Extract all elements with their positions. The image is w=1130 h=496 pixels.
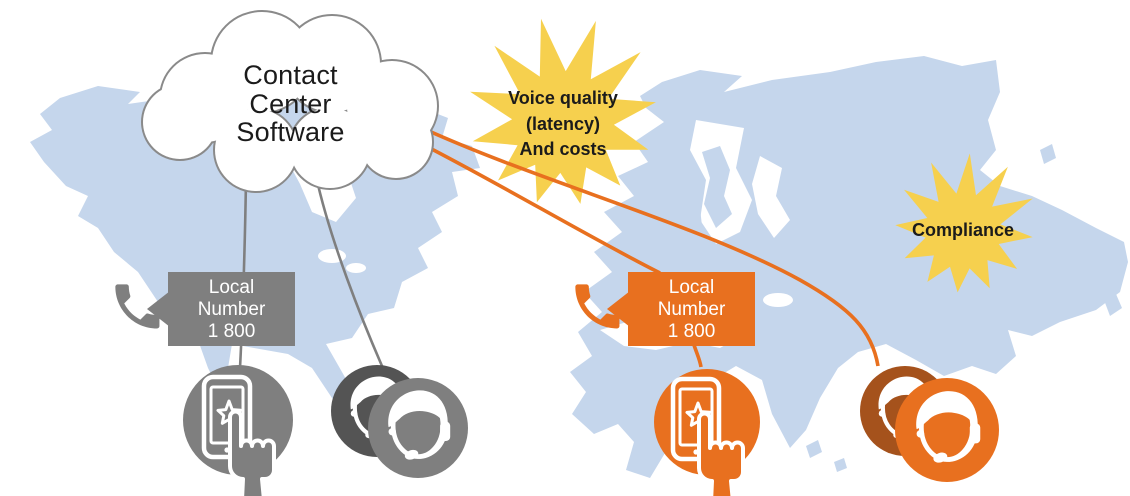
island-east-1	[1104, 294, 1122, 316]
gray-local-number-bubble	[147, 272, 295, 346]
starburst-compliance	[895, 153, 1033, 293]
orange-caller-circle	[654, 369, 760, 496]
island-great-britain	[702, 146, 732, 228]
island-east-2	[1040, 144, 1056, 164]
great-lakes-cutout-2	[346, 263, 366, 273]
line-orange-bubble-to-caller	[692, 344, 703, 368]
orange-agents-circles	[860, 366, 999, 482]
map-north-america	[30, 72, 480, 468]
baltic-sea-cutout	[752, 156, 790, 238]
island-south-1	[806, 440, 822, 458]
line-cloud-to-orange-bubble	[413, 138, 661, 275]
gray-caller-circle	[183, 365, 293, 496]
gray-agents-circles	[331, 365, 468, 478]
starburst-voice-quality	[470, 18, 656, 204]
black-sea-cutout	[763, 293, 793, 307]
orange-local-number-bubble	[607, 272, 755, 346]
island-south-2	[834, 458, 847, 472]
line-cloud-to-orange-agents	[419, 125, 880, 367]
connector-lines	[238, 125, 880, 369]
map-eurasia	[570, 56, 1128, 478]
line-cloud-to-gray-agents	[314, 175, 384, 367]
